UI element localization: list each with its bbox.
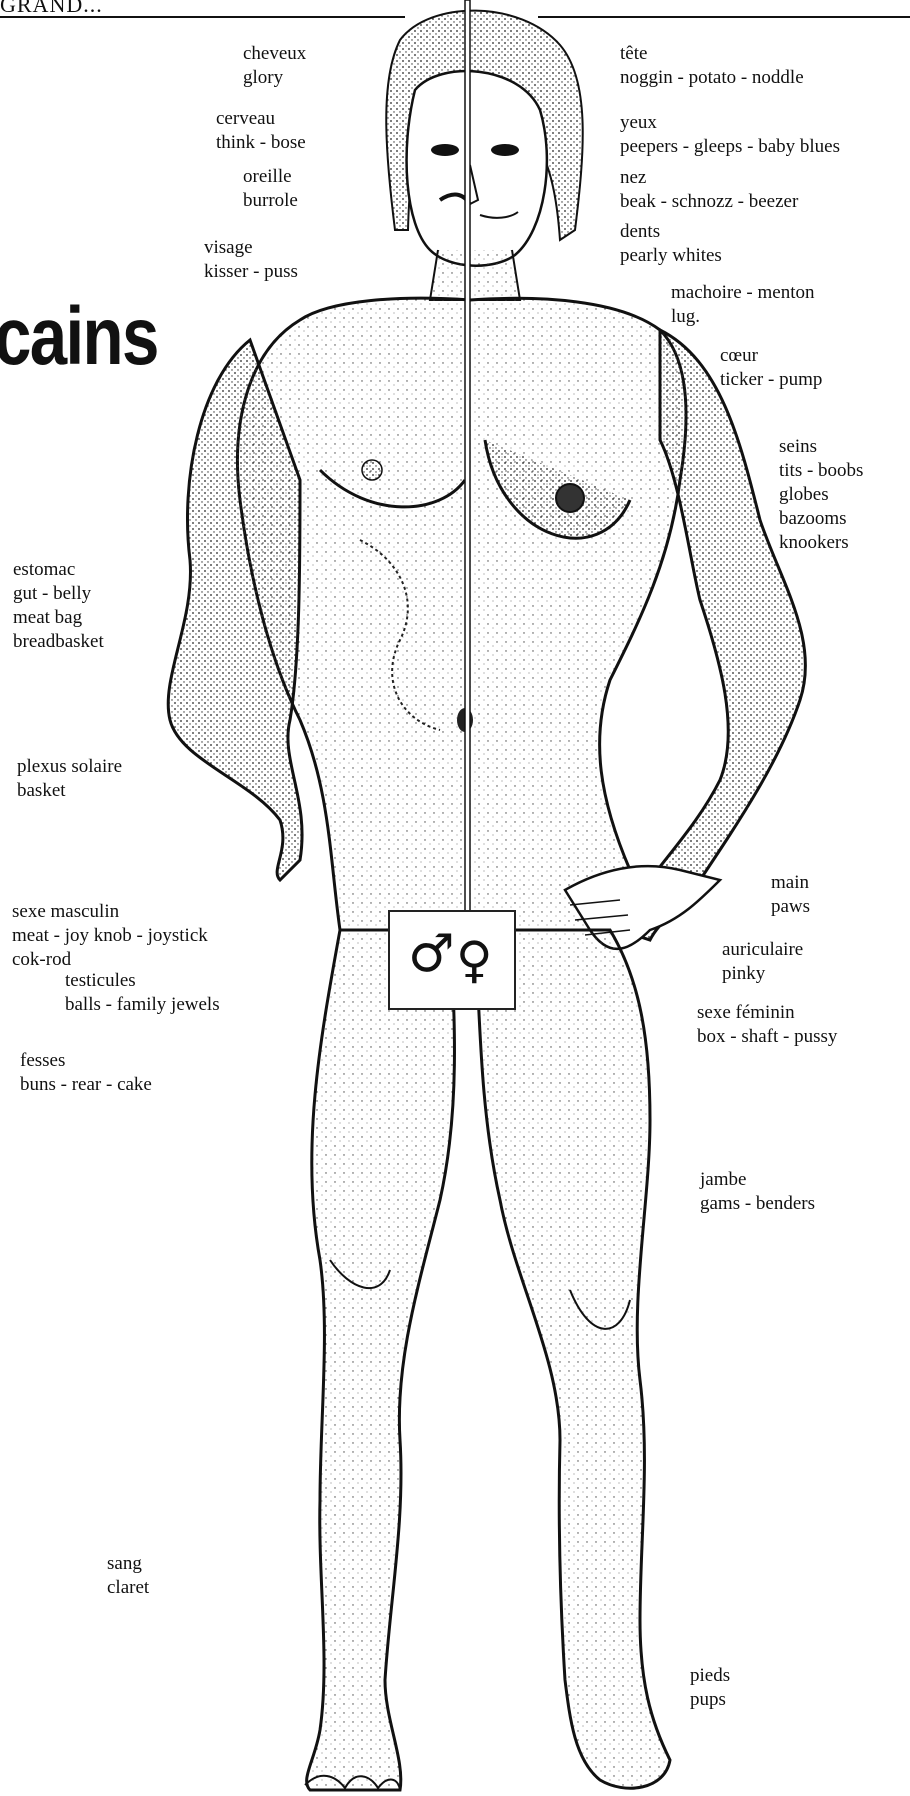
label-main-fr: main [771, 871, 810, 895]
neck [430, 250, 520, 300]
label-cheveux: cheveux glory [243, 42, 306, 90]
label-visage-en: kisser - puss [204, 260, 298, 284]
label-tete-fr: tête [620, 42, 804, 66]
label-testicules: testicules balls - family jewels [65, 969, 220, 1017]
label-sang-en: claret [107, 1576, 149, 1600]
label-visage-fr: visage [204, 236, 298, 260]
female-symbol-icon: ♀ [456, 930, 493, 990]
label-seins: seins tits - boobs globes bazooms knooke… [779, 435, 863, 555]
label-pieds-fr: pieds [690, 1664, 730, 1688]
label-pieds: pieds pups [690, 1664, 730, 1712]
label-yeux-en: peepers - gleeps - baby blues [620, 135, 840, 159]
label-dents: dents pearly whites [620, 220, 722, 268]
label-jambe-en: gams - benders [700, 1192, 815, 1216]
label-estomac-en3: breadbasket [13, 630, 104, 654]
label-auriculaire: auriculaire pinky [722, 938, 803, 986]
label-cerveau-en: think - bose [216, 131, 306, 155]
label-oreille-fr: oreille [243, 165, 298, 189]
label-sang-fr: sang [107, 1552, 149, 1576]
label-cerveau-fr: cerveau [216, 107, 306, 131]
label-tete-en: noggin - potato - noddle [620, 66, 804, 90]
label-nez-en: beak - schnozz - beezer [620, 190, 798, 214]
label-yeux: yeux peepers - gleeps - baby blues [620, 111, 840, 159]
torso [238, 298, 686, 930]
label-coeur-en: ticker - pump [720, 368, 822, 392]
label-auriculaire-en: pinky [722, 962, 803, 986]
label-nez-fr: nez [620, 166, 798, 190]
head [407, 71, 547, 266]
label-nez: nez beak - schnozz - beezer [620, 166, 798, 214]
label-seins-en3: bazooms [779, 507, 863, 531]
label-seins-en2: globes [779, 483, 863, 507]
label-plexus-en: basket [17, 779, 122, 803]
label-visage: visage kisser - puss [204, 236, 298, 284]
label-sexe-masculin-fr: sexe masculin [12, 900, 208, 924]
label-plexus: plexus solaire basket [17, 755, 122, 803]
label-oreille-en: burrole [243, 189, 298, 213]
label-coeur-fr: cœur [720, 344, 822, 368]
label-sang: sang claret [107, 1552, 149, 1600]
label-tete: tête noggin - potato - noddle [620, 42, 804, 90]
label-seins-fr: seins [779, 435, 863, 459]
label-sexe-feminin-fr: sexe féminin [697, 1001, 837, 1025]
label-jambe-fr: jambe [700, 1168, 815, 1192]
label-testicules-fr: testicules [65, 969, 220, 993]
left-leg [307, 930, 455, 1790]
label-dents-fr: dents [620, 220, 722, 244]
label-machoire: machoire - menton lug. [671, 281, 815, 329]
label-estomac: estomac gut - belly meat bag breadbasket [13, 558, 104, 654]
label-main-en: paws [771, 895, 810, 919]
label-sexe-masculin: sexe masculin meat - joy knob - joystick… [12, 900, 208, 972]
label-estomac-fr: estomac [13, 558, 104, 582]
label-cheveux-fr: cheveux [243, 42, 306, 66]
right-leg [475, 930, 670, 1788]
male-symbol-icon: ♂ [408, 924, 455, 984]
center-divider [465, 0, 470, 930]
label-seins-en1: tits - boobs [779, 459, 863, 483]
label-plexus-fr: plexus solaire [17, 755, 122, 779]
label-machoire-en: lug. [671, 305, 815, 329]
label-testicules-en: balls - family jewels [65, 993, 220, 1017]
label-dents-en: pearly whites [620, 244, 722, 268]
label-machoire-fr: machoire - menton [671, 281, 815, 305]
label-fesses-fr: fesses [20, 1049, 152, 1073]
label-sexe-feminin: sexe féminin box - shaft - pussy [697, 1001, 837, 1049]
gender-symbol-box: ♂ ♀ [388, 910, 516, 1010]
label-seins-en4: knookers [779, 531, 863, 555]
label-oreille: oreille burrole [243, 165, 298, 213]
label-pieds-en: pups [690, 1688, 730, 1712]
label-jambe: jambe gams - benders [700, 1168, 815, 1216]
label-fesses-en: buns - rear - cake [20, 1073, 152, 1097]
label-estomac-en1: gut - belly [13, 582, 104, 606]
label-sexe-feminin-en: box - shaft - pussy [697, 1025, 837, 1049]
label-fesses: fesses buns - rear - cake [20, 1049, 152, 1097]
label-cerveau: cerveau think - bose [216, 107, 306, 155]
label-auriculaire-fr: auriculaire [722, 938, 803, 962]
label-sexe-masculin-en1: meat - joy knob - joystick [12, 924, 208, 948]
label-yeux-fr: yeux [620, 111, 840, 135]
label-main: main paws [771, 871, 810, 919]
label-coeur: cœur ticker - pump [720, 344, 822, 392]
label-cheveux-en: glory [243, 66, 306, 90]
label-estomac-en2: meat bag [13, 606, 104, 630]
